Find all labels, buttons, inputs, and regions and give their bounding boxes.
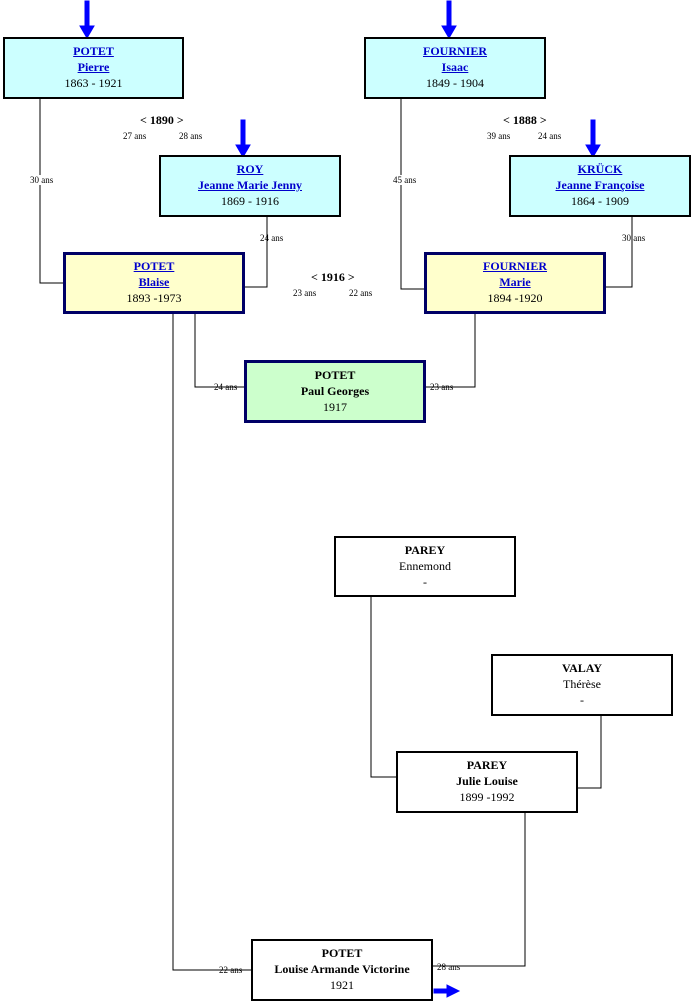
person-box-potet-pierre[interactable]: POTET Pierre 1863 - 1921	[3, 37, 184, 99]
person-box-potet-paul-georges[interactable]: POTET Paul Georges 1917	[244, 360, 426, 423]
connector-marie-paul	[425, 313, 476, 388]
connector-blaise-louise	[172, 313, 252, 971]
person-given-name: Ennemond	[399, 559, 451, 573]
person-dates: 1921	[330, 978, 354, 992]
person-surname[interactable]: FOURNIER	[422, 44, 487, 58]
arrow-down-icon-pierre	[79, 0, 95, 39]
person-surname: PAREY	[466, 758, 508, 772]
person-dates: 1864 - 1909	[571, 194, 629, 208]
arrow-down-icon-roy	[235, 119, 251, 158]
arrow-down-icon-isaac	[441, 0, 457, 39]
person-surname: PAREY	[404, 543, 446, 557]
parent-age-label: 24 ans	[260, 233, 284, 243]
person-surname[interactable]: FOURNIER	[482, 259, 547, 273]
parent-age-label: 45 ans	[393, 175, 417, 185]
connector-blaise-paul	[194, 313, 245, 388]
person-given-name[interactable]: Pierre	[77, 60, 110, 74]
person-surname[interactable]: ROY	[236, 162, 264, 176]
marriage-year-1890: < 1890 >	[140, 113, 184, 127]
parent-age-label: 30 ans	[30, 175, 54, 185]
person-box-kruck-jeanne-francoise[interactable]: KRÜCK Jeanne Françoise 1864 - 1909	[509, 155, 691, 217]
person-dates: 1849 - 1904	[426, 76, 484, 90]
connector-ennemond-julie	[370, 596, 397, 778]
person-box-parey-ennemond[interactable]: PAREY Ennemond -	[334, 536, 516, 597]
arrow-right-icon-descendants	[433, 984, 461, 998]
person-box-fournier-marie[interactable]: FOURNIER Marie 1894 -1920	[424, 252, 606, 314]
connector-kruck-marie	[605, 216, 633, 288]
person-box-potet-louise-armande-victorine[interactable]: POTET Louise Armande Victorine 1921	[251, 939, 433, 1001]
person-box-potet-blaise[interactable]: POTET Blaise 1893 -1973	[63, 252, 245, 314]
person-given-name: Paul Georges	[300, 384, 370, 398]
person-given-name[interactable]: Blaise	[138, 275, 170, 289]
person-given-name: Julie Louise	[456, 774, 518, 788]
connector-pierre-blaise	[39, 98, 64, 284]
marriage-husband-age: 39 ans	[487, 131, 511, 141]
marriage-husband-age: 27 ans	[123, 131, 147, 141]
person-box-fournier-isaac[interactable]: FOURNIER Isaac 1849 - 1904	[364, 37, 546, 99]
marriage-wife-age: 28 ans	[179, 131, 203, 141]
parent-age-label: 28 ans	[437, 962, 461, 972]
person-surname: POTET	[321, 946, 363, 960]
connector-julie-louise	[433, 813, 526, 967]
person-dates: -	[423, 575, 427, 589]
person-surname[interactable]: POTET	[133, 259, 175, 273]
person-surname[interactable]: KRÜCK	[577, 162, 623, 176]
marriage-wife-age: 24 ans	[538, 131, 562, 141]
person-given-name[interactable]: Jeanne Françoise	[555, 178, 645, 192]
person-given-name[interactable]: Marie	[499, 275, 531, 289]
marriage-year-1916: < 1916 >	[311, 270, 355, 284]
person-box-parey-julie-louise[interactable]: PAREY Julie Louise 1899 -1992	[396, 751, 578, 813]
person-dates: 1917	[323, 400, 347, 414]
person-box-roy-jeanne-marie-jenny[interactable]: ROY Jeanne Marie Jenny 1869 - 1916	[159, 155, 341, 217]
connector-roy-blaise	[244, 216, 268, 288]
person-dates: 1863 - 1921	[64, 76, 123, 90]
person-dates: -	[580, 693, 584, 707]
person-given-name[interactable]: Isaac	[441, 60, 469, 74]
marriage-year-1888: < 1888 >	[503, 113, 547, 127]
person-box-valay-therese[interactable]: VALAY Thérèse -	[491, 654, 673, 716]
parent-age-label: 23 ans	[430, 382, 454, 392]
person-surname: VALAY	[561, 661, 603, 675]
person-surname: POTET	[314, 368, 356, 382]
parent-age-label: 24 ans	[214, 382, 238, 392]
person-given-name: Thérèse	[563, 677, 601, 691]
connector-isaac-marie	[400, 98, 425, 290]
person-dates: 1893 -1973	[126, 291, 182, 305]
person-dates: 1869 - 1916	[221, 194, 279, 208]
marriage-husband-age: 23 ans	[293, 288, 317, 298]
parent-age-label: 30 ans	[622, 233, 646, 243]
person-surname[interactable]: POTET	[73, 44, 114, 58]
person-dates: 1894 -1920	[487, 291, 543, 305]
parent-age-label: 22 ans	[219, 965, 243, 975]
marriage-wife-age: 22 ans	[349, 288, 373, 298]
person-given-name: Louise Armande Victorine	[274, 962, 410, 976]
connector-valay-julie	[577, 715, 602, 789]
person-dates: 1899 -1992	[459, 790, 515, 804]
person-given-name[interactable]: Jeanne Marie Jenny	[198, 178, 302, 192]
arrow-down-icon-kruck	[585, 119, 601, 158]
